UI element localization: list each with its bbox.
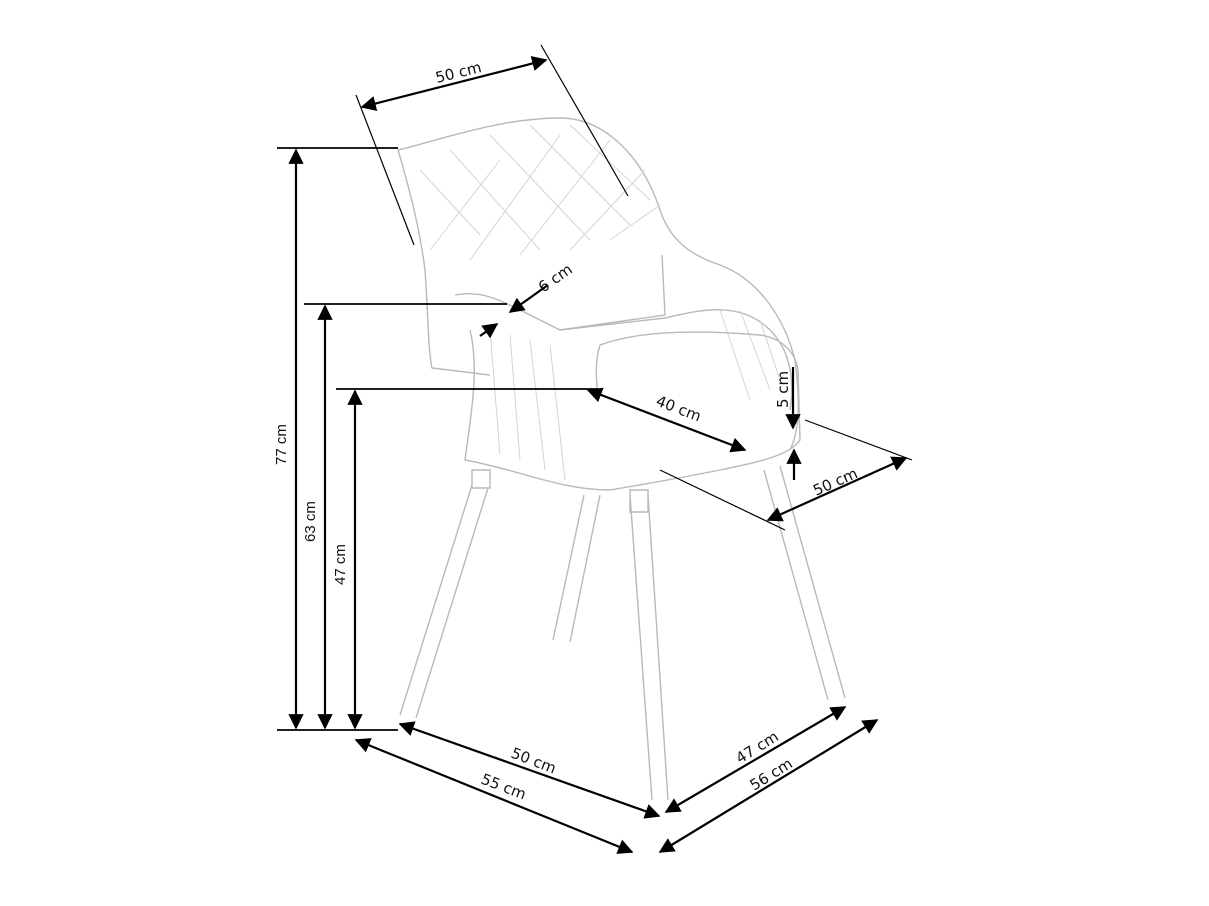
label-armrest-height: 63 cm bbox=[302, 501, 319, 542]
extension-lines bbox=[277, 44, 913, 731]
label-seat-height: 47 cm bbox=[332, 544, 349, 585]
label-armrest-thickness: 6 cm bbox=[535, 260, 576, 296]
label-overall-width: 55 cm bbox=[479, 770, 529, 804]
label-seat-width: 50 cm bbox=[810, 464, 860, 499]
dimension-labels: 50 cm 6 cm 40 cm 5 cm 50 cm 77 cm 63 cm … bbox=[273, 58, 860, 803]
label-seat-thickness: 5 cm bbox=[774, 371, 792, 408]
label-seat-depth: 40 cm bbox=[654, 392, 704, 426]
dimension-lines bbox=[288, 55, 908, 854]
chair-sketch bbox=[397, 117, 846, 801]
label-total-height: 77 cm bbox=[273, 424, 290, 465]
